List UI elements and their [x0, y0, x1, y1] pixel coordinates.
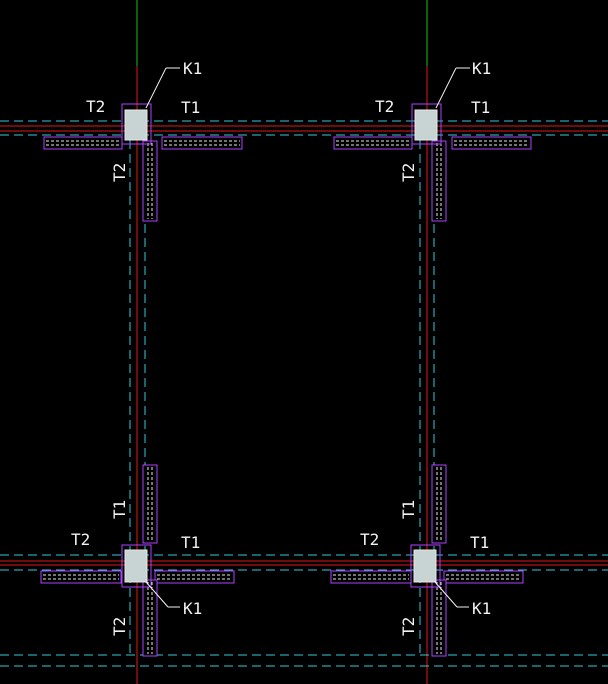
strip-footing-vertical-lower: [142, 579, 158, 657]
column-outline: [410, 544, 441, 588]
label-footing-b-rotated: T2: [110, 163, 129, 182]
strip-footing-vertical-upper: [431, 464, 447, 544]
column-k1: [413, 549, 437, 583]
label-footing-a: T1: [181, 533, 200, 552]
strip-footing-vertical: [431, 140, 447, 222]
strip-footing-horizontal: [43, 136, 243, 150]
label-footing-a: T1: [470, 533, 489, 552]
strip-footing-horizontal: [333, 136, 532, 150]
label-footing-b: T2: [360, 530, 379, 549]
label-footing-a-rotated: T1: [110, 500, 129, 519]
label-footing-b: T2: [86, 97, 105, 116]
label-column: K1: [472, 59, 491, 78]
strip-footing-horizontal: [330, 570, 524, 584]
leader-line: [435, 67, 457, 109]
node-bottom-left: K1 T2 T1 T1 T2: [40, 464, 235, 657]
label-footing-b-rotated: T2: [399, 617, 418, 636]
column-outline: [121, 544, 152, 588]
label-footing-b: T2: [375, 97, 394, 116]
node-top-left: K1 T2 T1 T2: [43, 59, 243, 222]
column-outline: [121, 103, 152, 145]
label-footing-b-rotated: T2: [399, 163, 418, 182]
dashed-beam-lines: [0, 120, 608, 667]
column-k1: [124, 549, 148, 583]
column-outline: [411, 103, 442, 145]
column-k1: [124, 109, 148, 141]
label-footing-b-rotated: T2: [110, 617, 129, 636]
label-footing-a: T1: [181, 98, 200, 117]
leader-line: [434, 581, 458, 608]
label-column: K1: [472, 599, 491, 618]
label-column: K1: [183, 59, 202, 78]
leader-line: [145, 67, 167, 109]
strip-footing-vertical: [142, 140, 158, 222]
label-footing-b: T2: [71, 530, 90, 549]
leader-line: [145, 581, 169, 608]
label-column: K1: [183, 599, 202, 618]
node-bottom-right: K1 T2 T1 T1 T2: [330, 464, 524, 657]
label-footing-a: T1: [471, 98, 490, 117]
strip-footing-vertical-upper: [142, 464, 158, 544]
label-footing-a-rotated: T1: [399, 500, 418, 519]
column-k1: [414, 109, 438, 141]
strip-footing-vertical-lower: [431, 579, 447, 657]
strip-footing-horizontal: [40, 570, 235, 584]
node-top-right: K1 T2 T1 T2: [333, 59, 532, 222]
